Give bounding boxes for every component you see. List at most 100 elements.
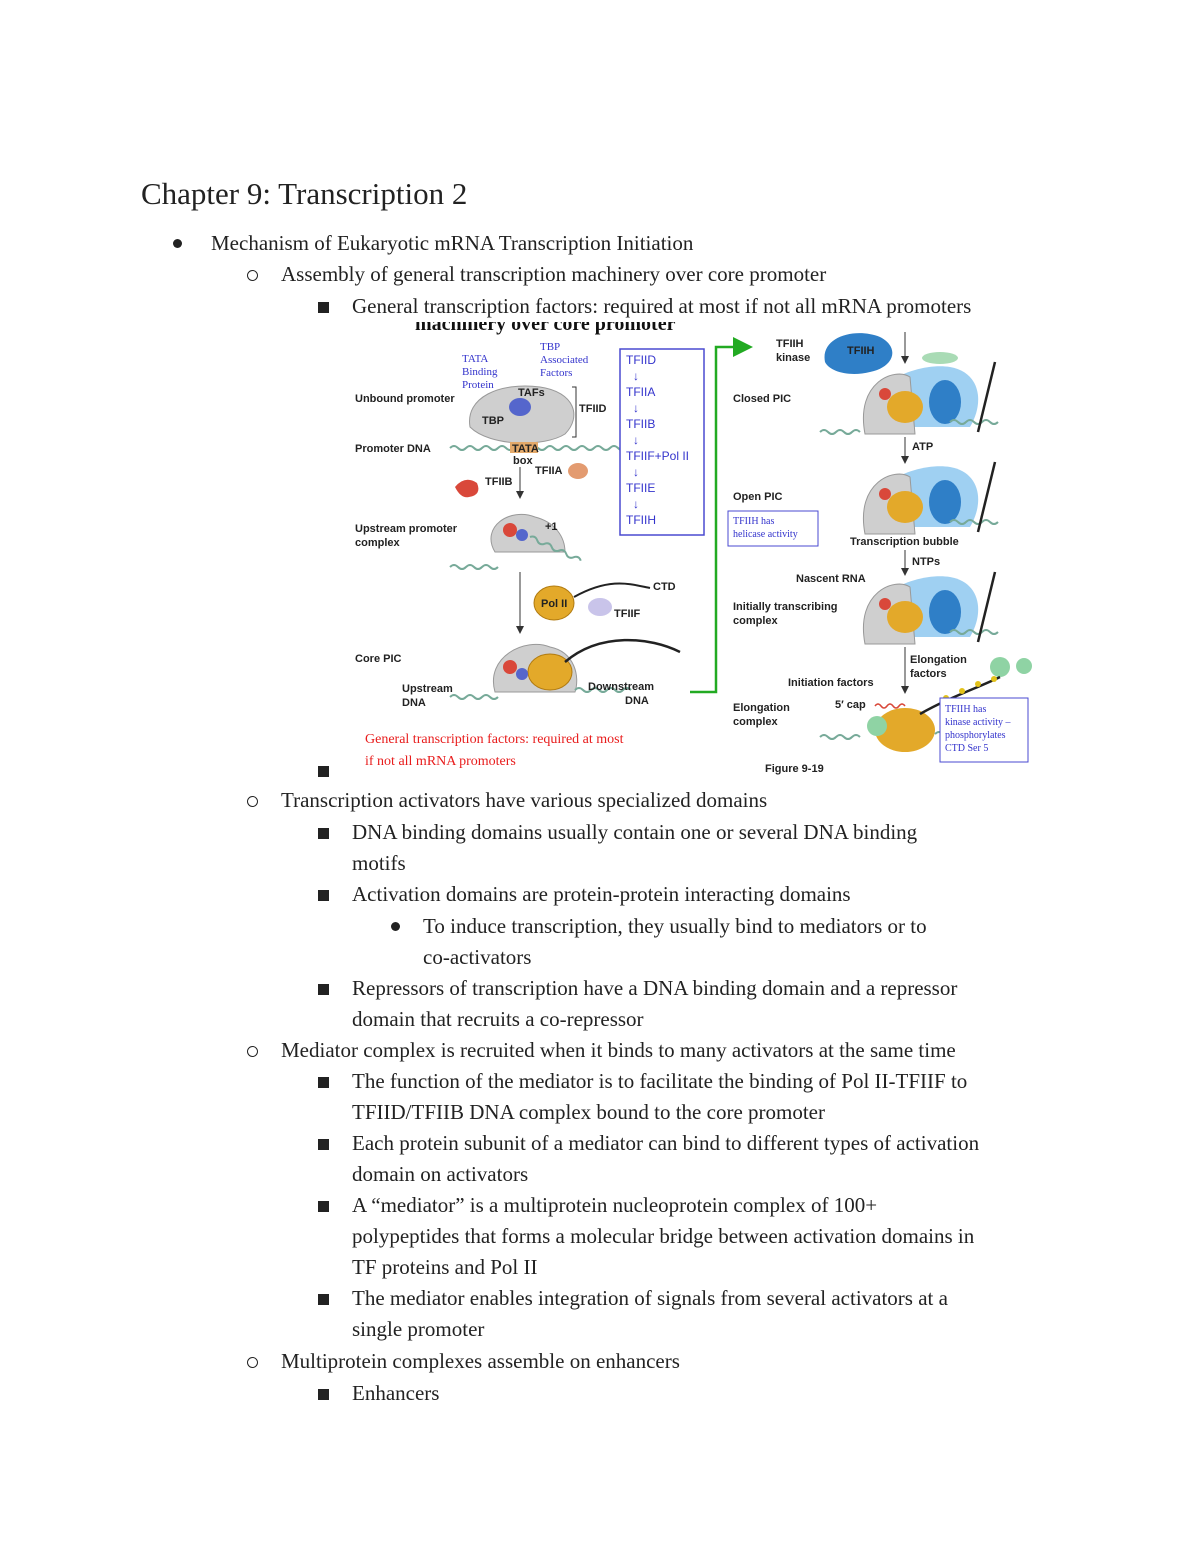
tata-box	[510, 442, 538, 453]
tfiib-protein	[455, 479, 479, 498]
ctd-label: CTD	[653, 581, 676, 593]
list-item: Transcription activators have various sp…	[281, 788, 768, 812]
bullet-square	[318, 302, 329, 313]
atp-label: ATP	[912, 441, 933, 453]
helicase-note-box	[727, 510, 819, 547]
bullet-circle	[247, 796, 258, 807]
list-item: A “mediator” is a multiprotein nucleopro…	[352, 1193, 878, 1217]
tfiia-protein	[568, 463, 588, 479]
list-item-continuation: motifs	[352, 851, 406, 875]
svg-text:↓: ↓	[633, 433, 639, 447]
page-title: Chapter 9: Transcription 2	[141, 176, 468, 211]
tfiid-label: TFIID	[579, 403, 607, 415]
bullet-circle	[247, 1357, 258, 1368]
upstream-dna-label: Upstream DNA	[402, 683, 456, 709]
tbp-associated-note: TBP Associated Factors	[540, 341, 591, 379]
bullet-circle	[247, 1046, 258, 1057]
kinase-note: TFIIH has kinase activity – phosphorylat…	[945, 704, 1013, 754]
pol-ii-enzyme	[533, 585, 575, 621]
bullet-square	[318, 1139, 329, 1150]
closed-pic-label: Closed PIC	[733, 393, 791, 405]
list-item: Mediator complex is recruited when it bi…	[281, 1038, 956, 1062]
elongation-factors-label: Elongation factors	[910, 654, 970, 680]
plus-one-label: +1	[545, 521, 558, 533]
factor-order-box	[619, 348, 705, 536]
elongating-pol-ii	[875, 708, 935, 752]
core-pic-label: Core PIC	[355, 653, 402, 665]
bullet-circle	[247, 270, 258, 281]
list-item: Assembly of general transcription machin…	[281, 262, 827, 286]
tfiia-label: TFIIA	[535, 465, 563, 477]
nascent-rna-label: Nascent RNA	[796, 573, 866, 585]
tfiid-bracket	[572, 386, 577, 438]
factor-order-list: TFIID ↓ TFIIA ↓ TFIIB ↓ TFIIF+Pol II ↓ T…	[626, 353, 689, 527]
svg-text:TFIIF+Pol II: TFIIF+Pol II	[626, 449, 689, 463]
bullet-disc	[173, 239, 182, 248]
initiation-factors-label: Initiation factors	[788, 677, 874, 689]
list-item-continuation: TFIID/TFIIB DNA complex bound to the cor…	[352, 1100, 825, 1124]
list-item-continuation: co-activators	[423, 945, 532, 969]
bullet-square	[318, 828, 329, 839]
svg-text:TFIIE: TFIIE	[626, 481, 655, 495]
unbound-promoter-label: Unbound promoter	[355, 393, 455, 405]
five-prime-cap-label: 5′ cap	[835, 699, 866, 711]
open-pic-label: Open PIC	[733, 491, 783, 503]
initially-transcribing-label: Initially transcribing complex	[733, 601, 841, 627]
general-factors-red-note: General transcription factors: required …	[365, 732, 627, 769]
svg-text:TFIIH: TFIIH	[626, 513, 656, 527]
list-item-continuation: domain that recruits a co-repressor	[352, 1007, 644, 1031]
list-item: Mechanism of Eukaryotic mRNA Transcripti…	[211, 231, 694, 255]
tfiih-kinase-label: TFIIH kinase	[776, 338, 810, 364]
list-item-continuation: single promoter	[352, 1317, 485, 1341]
list-item: Multiprotein complexes assemble on enhan…	[281, 1349, 680, 1373]
bullet-square	[318, 1201, 329, 1212]
list-item: General transcription factors: required …	[352, 294, 972, 318]
transcription-bubble-label: Transcription bubble	[850, 536, 959, 548]
downstream-dna-label: Downstream DNA	[588, 681, 657, 707]
promoter-dna-label: Promoter DNA	[355, 443, 431, 455]
svg-text:TATA: TATA	[512, 443, 539, 455]
svg-text:TFIIA: TFIIA	[626, 385, 655, 399]
list-item: DNA binding domains usually contain one …	[352, 820, 918, 844]
svg-text:TFIIB: TFIIB	[626, 417, 655, 431]
svg-text:↓: ↓	[633, 401, 639, 415]
elongation-complex-label: Elongation complex	[733, 702, 793, 728]
list-item: Repressors of transcription have a DNA b…	[352, 976, 958, 1000]
tfiif-protein	[588, 598, 612, 616]
tfiib-label: TFIIB	[485, 476, 513, 488]
list-item: Enhancers	[352, 1381, 440, 1405]
pol-ii-label: Pol II	[541, 598, 567, 610]
green-flow-arrow	[690, 337, 753, 694]
list-item: The function of the mediator is to facil…	[352, 1069, 968, 1093]
svg-text:↓: ↓	[633, 465, 639, 479]
tfiih-label: TFIIH	[847, 345, 875, 357]
tata-binding-note: TATA Binding Protein	[462, 353, 500, 391]
list-item-continuation: polypeptides that forms a molecular brid…	[352, 1224, 975, 1248]
list-item: To induce transcription, they usually bi…	[423, 914, 927, 938]
svg-text:box: box	[513, 455, 533, 467]
list-item: The mediator enables integration of sign…	[352, 1286, 948, 1310]
tafs-label: TAFs	[518, 387, 545, 399]
tfiif-label: TFIIF	[614, 608, 641, 620]
list-item-continuation: domain on activators	[352, 1162, 529, 1186]
tfiih-complex	[824, 333, 893, 374]
bullet-square	[318, 890, 329, 901]
list-item-continuation: TF proteins and Pol II	[352, 1255, 538, 1279]
taf-subunit	[509, 398, 531, 416]
list-item: Each protein subunit of a mediator can b…	[352, 1131, 980, 1155]
svg-text:↓: ↓	[633, 497, 639, 511]
kinase-note-box	[939, 697, 1029, 763]
bullet-square	[318, 1077, 329, 1088]
helicase-note: TFIIH has helicase activity	[733, 516, 798, 540]
promoter-dna-strand	[449, 445, 651, 451]
bullet-square	[318, 1294, 329, 1305]
list-item: Activation domains are protein-protein i…	[352, 882, 851, 906]
upstream-complex-label: Upstream promoter complex	[355, 523, 460, 549]
svg-text:↓: ↓	[633, 369, 639, 383]
svg-text:TFIID: TFIID	[626, 353, 656, 367]
figure-top-heading: machinery over core promoter	[415, 322, 676, 335]
tbp-label: TBP	[482, 415, 504, 427]
bullet-disc	[391, 922, 400, 931]
bullet-square	[318, 984, 329, 995]
ntps-label: NTPs	[912, 556, 940, 568]
